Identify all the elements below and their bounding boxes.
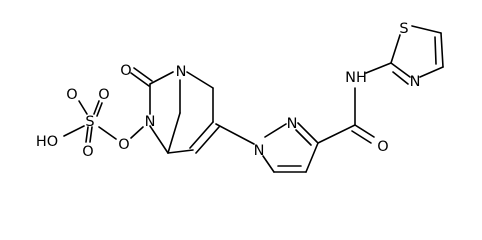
- bond-ch-c-bridgehead: [167, 149, 194, 154]
- bond-n-amide-o-link: [130, 126, 144, 139]
- bond-c-alkene-ch-a: [189, 121, 214, 149]
- bond-s-o-top-left: [78, 100, 88, 115]
- bond-ch2-bridge-c-bridgehead: [167, 112, 181, 154]
- bond-pyrazole-c3-c4: [305, 142, 319, 173]
- bond-nh-thiazole-c2: [365, 62, 392, 74]
- bond-carbonyl-c-o-b: [133, 67, 153, 82]
- bond-thiazole-n-c2-a: [390, 62, 411, 78]
- bond-thiazole-s-c5: [411, 25, 442, 34]
- atom-s-thiazole: S: [399, 21, 408, 37]
- atom-n-bridge: N: [176, 64, 187, 80]
- bond-amide-c-o-b: [351, 130, 372, 144]
- bond-c3-amide-c: [317, 124, 356, 144]
- atom-s-sulfate: S: [85, 114, 94, 130]
- bond-amide-c-o-a: [354, 124, 375, 138]
- bond-n-amide-c-bridgehead: [149, 125, 169, 154]
- bond-pyrazole-n2-c3-b: [295, 129, 312, 146]
- bond-thiazole-c5-c4-b: [434, 36, 437, 65]
- molecule-structure: O N N O S O O O HO N N O NH S N: [36, 21, 444, 173]
- bonds: [63, 25, 444, 173]
- bond-o-link-s: [98, 126, 117, 140]
- atom-nh-amide: NH: [345, 70, 367, 86]
- bond-s-o-top-right-b: [96, 102, 103, 117]
- atom-labels: O N N O S O O O HO N N O NH S N: [36, 21, 421, 160]
- atom-n-thiazole: N: [410, 74, 421, 90]
- atom-o-link: O: [118, 137, 129, 153]
- structure-diagram: O N N O S O O O HO N N O NH S N: [36, 21, 444, 173]
- bond-c-alkene-n-pyrazole: [215, 123, 255, 145]
- atom-n-pyrazole-2: N: [287, 116, 298, 132]
- bond-carbonyl-c-o-a: [130, 72, 150, 87]
- bond-thiazole-c4-n: [419, 66, 444, 78]
- atom-o-sulfate-bottom: O: [82, 144, 93, 160]
- bond-s-o-top-right-a: [93, 100, 100, 115]
- atom-o-carbonyl: O: [120, 63, 131, 79]
- bond-pyrazole-n2-c3-a: [297, 122, 318, 143]
- bond-c-alkene-ch-b: [195, 126, 220, 154]
- bond-pyrazole-n1-n2: [264, 123, 287, 138]
- atom-o-sulfate-top-right: O: [98, 87, 109, 103]
- bond-carbonyl-c-n-bridge: [149, 71, 174, 85]
- bond-thiazole-n-c2-b: [392, 71, 409, 85]
- atom-o-sulfate-top-left: O: [66, 87, 77, 103]
- bond-n-bridge-ch2-top: [186, 71, 214, 89]
- atom-n-pyrazole-1: N: [254, 143, 265, 159]
- bond-pyrazole-c5-n1: [262, 155, 275, 173]
- bond-thiazole-c2-s: [390, 34, 401, 64]
- bond-s-oh: [63, 125, 85, 137]
- bond-thiazole-c5-c4-a: [440, 32, 444, 68]
- bond-s-o-bottom-b: [89, 126, 93, 143]
- bond-s-o-bottom-a: [85, 126, 89, 143]
- atom-hydroxyl: HO: [36, 134, 58, 150]
- atom-n-amide: N: [145, 114, 156, 130]
- atom-o-amide: O: [377, 139, 388, 155]
